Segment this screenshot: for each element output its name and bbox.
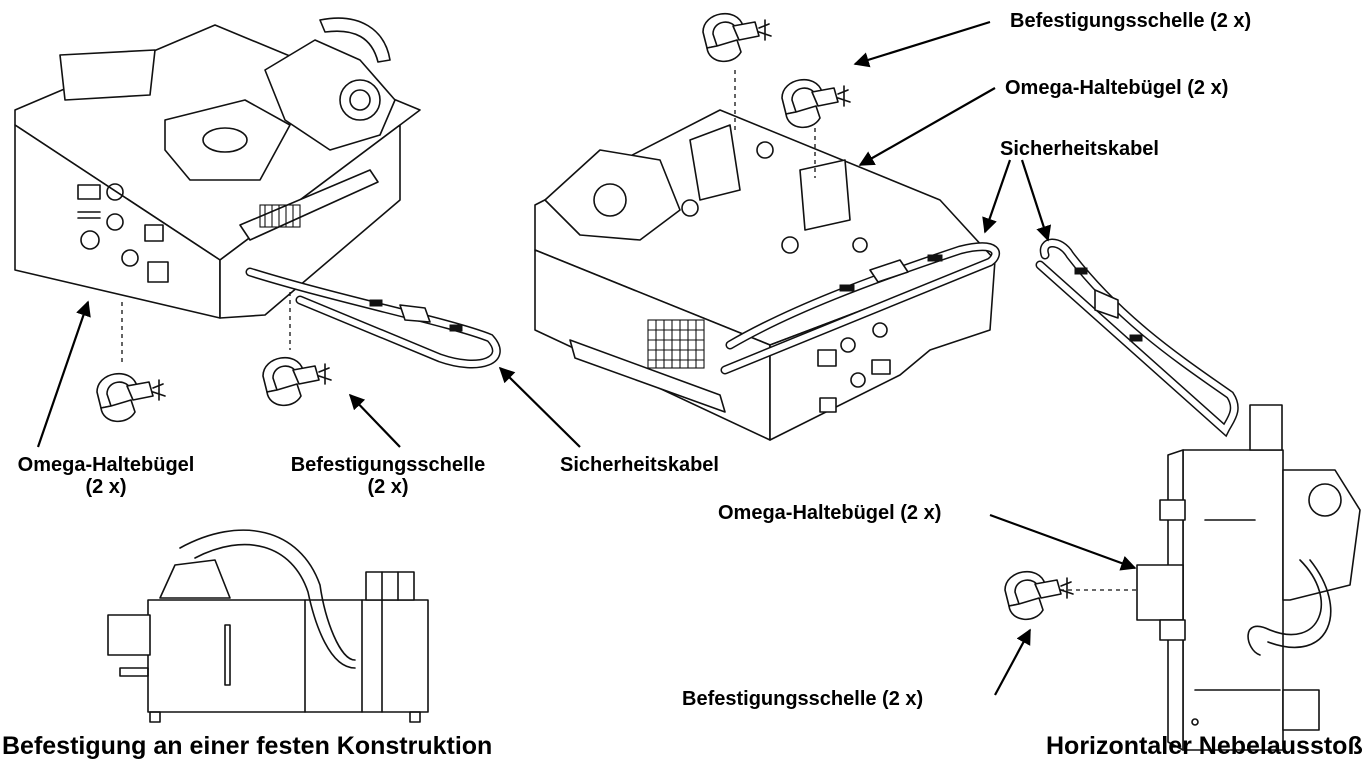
fog-machine-inverted-illustration	[534, 109, 996, 441]
safety-cables	[245, 238, 1239, 438]
caption-horizontal-output: Horizontaler Nebelausstoß	[1046, 732, 1363, 760]
caption-fixed-structure: Befestigung an einer festen Konstruktion	[2, 732, 493, 760]
fog-machine-horizontal-illustration	[1136, 404, 1361, 751]
label-right-omega: Omega-Haltebügel (2 x)	[718, 502, 942, 524]
label-top-omega: Omega-Haltebügel (2 x)	[1005, 77, 1229, 99]
label-left-omega-line1: Omega-Haltebügel	[17, 454, 195, 476]
label-top-clamp: Befestigungsschelle (2 x)	[1010, 10, 1252, 32]
fog-machine-side-view-illustration	[107, 529, 429, 723]
label-left-omega: Omega-Haltebügel (2 x)	[6, 454, 206, 498]
label-left-clamp-line1: Befestigungsschelle	[290, 454, 486, 476]
label-left-clamp: Befestigungsschelle (2 x)	[268, 454, 508, 498]
label-left-omega-line2: (2 x)	[85, 476, 127, 498]
label-right-clamp: Befestigungsschelle (2 x)	[682, 688, 924, 710]
label-left-clamp-line2: (2 x)	[367, 476, 409, 498]
clamp-illustrations	[96, 12, 1140, 621]
label-top-cable: Sicherheitskabel	[1000, 138, 1159, 160]
fog-machine-upright-illustration	[14, 17, 421, 319]
label-mid-cable: Sicherheitskabel	[560, 454, 719, 476]
callout-arrows	[36, 20, 1137, 696]
